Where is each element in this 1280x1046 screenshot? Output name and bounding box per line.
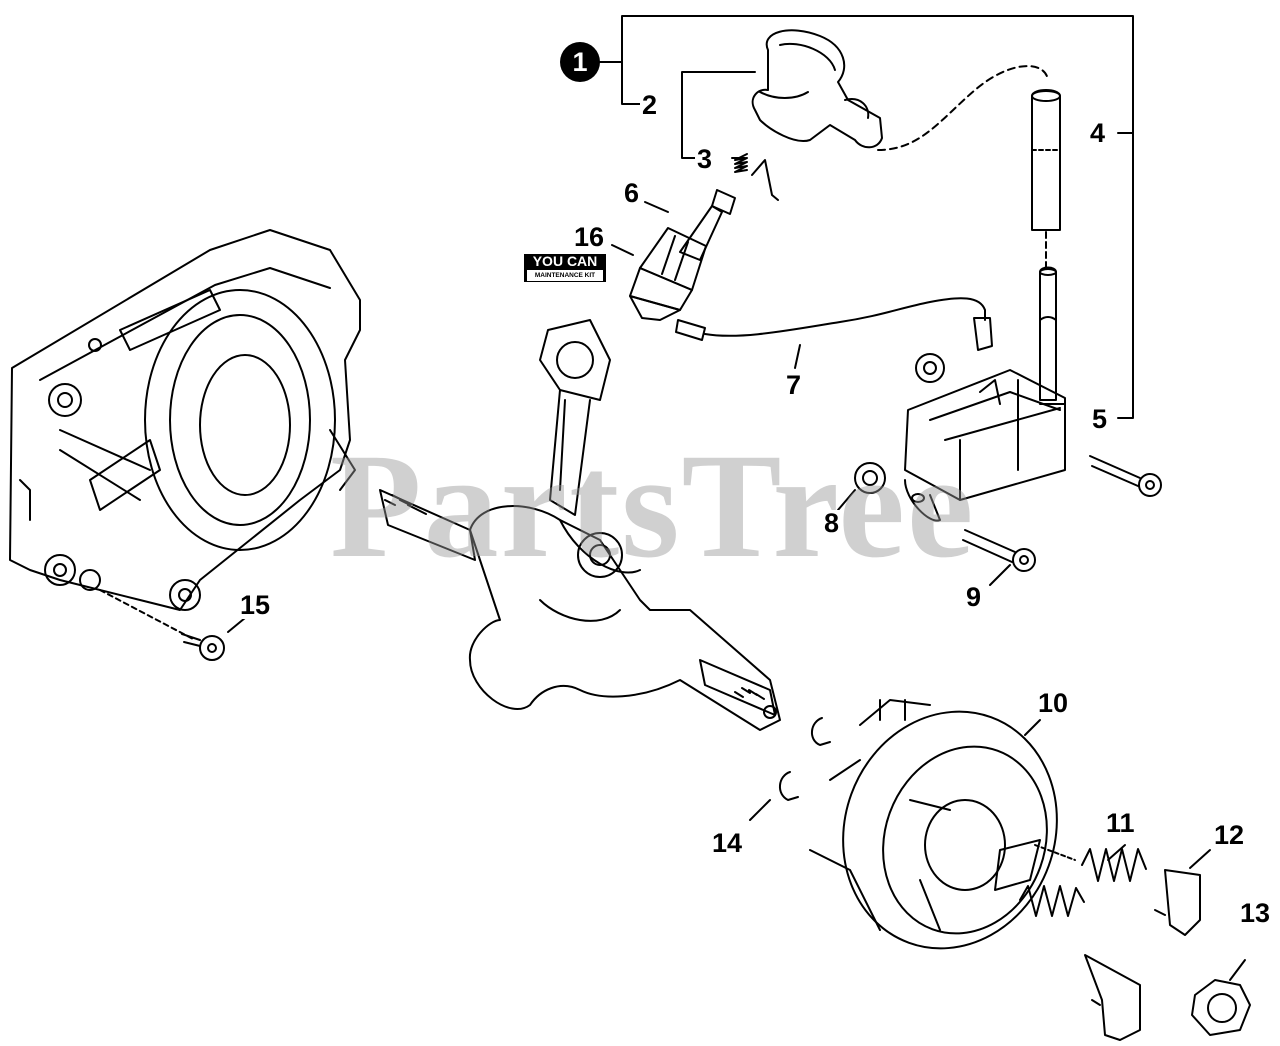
callout-9[interactable]: 9 bbox=[964, 582, 984, 612]
leader-lines bbox=[227, 201, 1246, 981]
spark-plug bbox=[629, 189, 736, 321]
callout-1[interactable]: 1 bbox=[560, 42, 600, 82]
callout-14[interactable]: 14 bbox=[710, 828, 745, 858]
ignition-coil bbox=[904, 369, 1066, 522]
you-can-maintenance-kit-logo: YOU CAN MAINTENANCE KIT bbox=[524, 254, 606, 282]
crankshaft bbox=[379, 319, 781, 731]
callout-7[interactable]: 7 bbox=[784, 370, 804, 400]
callout-13[interactable]: 13 bbox=[1238, 898, 1273, 928]
logo-line-1: YOU CAN bbox=[532, 253, 598, 269]
callout-5[interactable]: 5 bbox=[1090, 404, 1110, 434]
callout-15[interactable]: 15 bbox=[238, 590, 273, 620]
callout-12[interactable]: 12 bbox=[1212, 820, 1247, 850]
spark-plug-boot bbox=[751, 29, 883, 149]
clutch-assembly bbox=[809, 699, 1058, 950]
callout-11[interactable]: 11 bbox=[1104, 808, 1137, 838]
boot-spring bbox=[734, 153, 779, 201]
group-1-bracket bbox=[599, 15, 1134, 419]
crankcase-screw bbox=[99, 589, 225, 661]
coil-screw-lower bbox=[962, 529, 1036, 572]
crankcase bbox=[9, 229, 361, 611]
callout-6[interactable]: 6 bbox=[622, 178, 642, 208]
clutch-shoe-lower bbox=[1084, 954, 1141, 1041]
ignition-wire bbox=[675, 297, 993, 351]
clutch-nut bbox=[1191, 979, 1251, 1036]
callout-3[interactable]: 3 bbox=[695, 144, 715, 174]
circlip-lower bbox=[779, 771, 799, 801]
callout-16[interactable]: 16 bbox=[572, 222, 607, 252]
clutch-spring-lower bbox=[1019, 885, 1085, 917]
clutch-shoe-upper bbox=[1154, 869, 1201, 936]
ignition-tube bbox=[1031, 89, 1061, 401]
callout-4[interactable]: 4 bbox=[1088, 118, 1108, 148]
callout-10[interactable]: 10 bbox=[1036, 688, 1071, 718]
ignition-lead-dashed bbox=[877, 65, 1049, 151]
clutch-spring-upper bbox=[1034, 844, 1147, 882]
callout-8[interactable]: 8 bbox=[822, 508, 842, 538]
logo-line-2: MAINTENANCE KIT bbox=[526, 269, 604, 282]
callout-2[interactable]: 2 bbox=[640, 90, 660, 120]
coil-grommets bbox=[854, 353, 945, 494]
circlip-upper bbox=[811, 717, 831, 746]
coil-screw-upper bbox=[1089, 455, 1162, 497]
